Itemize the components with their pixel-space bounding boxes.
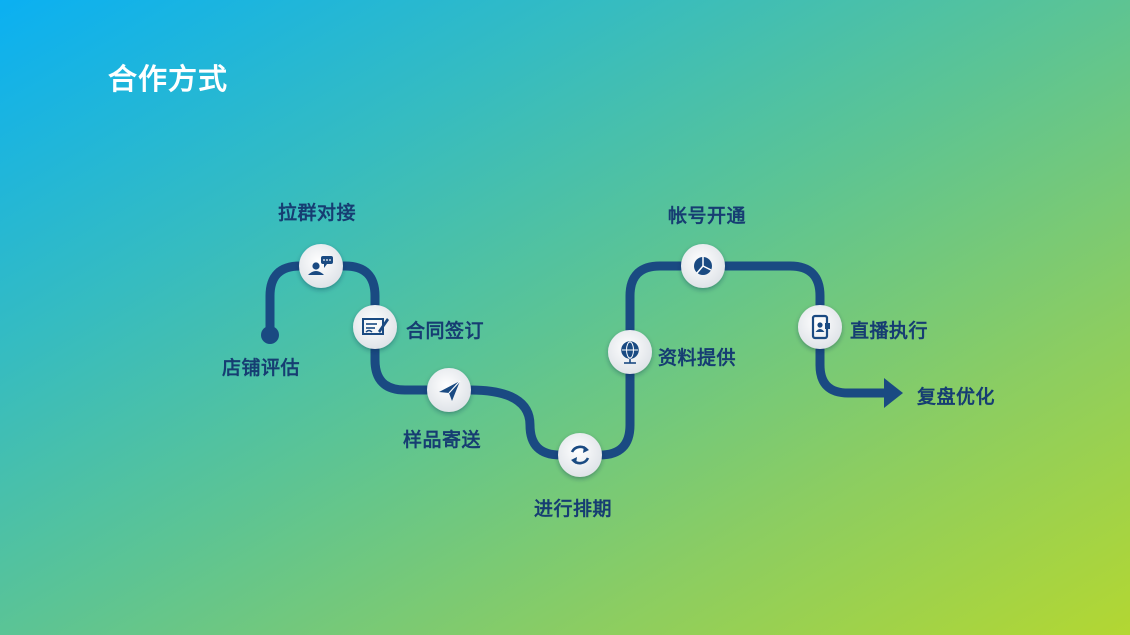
slide-title: 合作方式 <box>108 62 229 96</box>
paper-plane-icon <box>439 380 461 401</box>
step-label-live-exec: 直播执行 <box>850 320 929 342</box>
pie-chart-icon <box>694 257 712 275</box>
step-node-globe <box>608 330 652 374</box>
step-label-store-eval: 店铺评估 <box>222 357 301 379</box>
step-label-contract: 合同签订 <box>406 320 485 342</box>
step-label-scheduling: 进行排期 <box>534 498 613 520</box>
step-node-pie <box>681 244 725 288</box>
step-node-contract <box>353 305 397 349</box>
globe-icon <box>621 341 639 364</box>
refresh-cycle-icon <box>570 445 590 465</box>
end-arrow-head <box>884 378 903 408</box>
step-label-sample-ship: 样品寄送 <box>403 429 482 451</box>
process-path <box>265 261 893 460</box>
step-label-materials: 资料提供 <box>658 347 737 369</box>
mobile-user-icon <box>811 314 830 340</box>
step-node-mobile <box>798 305 842 349</box>
step-node-chat <box>299 244 343 288</box>
step-label-account-open: 帐号开通 <box>668 205 747 227</box>
start-dot <box>261 326 279 344</box>
step-label-group-connect: 拉群对接 <box>278 202 357 224</box>
step-node-plane <box>427 368 471 412</box>
step-node-refresh <box>558 433 602 477</box>
chat-person-icon <box>308 256 333 275</box>
step-label-review-optimize: 复盘优化 <box>917 386 996 408</box>
contract-sign-icon <box>362 318 389 335</box>
